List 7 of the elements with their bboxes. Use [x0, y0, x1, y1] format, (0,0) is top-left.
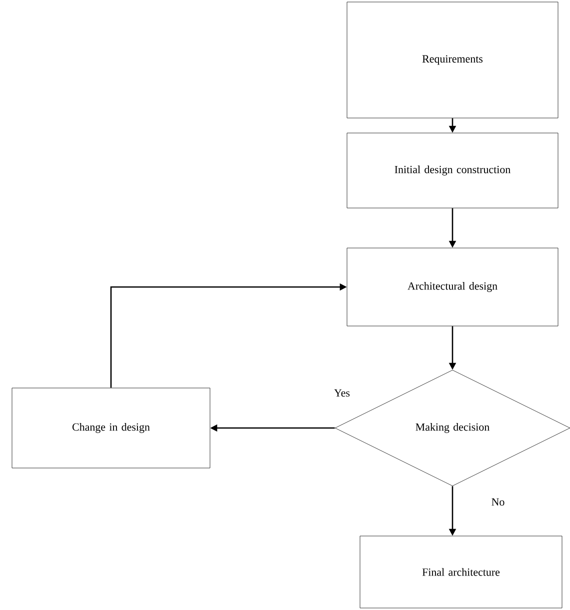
process-box: Change in design	[12, 388, 210, 468]
process-box: Initial design construction	[346, 132, 558, 208]
edge-label: Yes	[333, 388, 351, 398]
edge-label: No	[490, 497, 506, 507]
process-box: Final architecture	[360, 536, 562, 608]
process-box: Requirements	[346, 2, 558, 118]
process-box: Architectural design	[346, 248, 558, 326]
